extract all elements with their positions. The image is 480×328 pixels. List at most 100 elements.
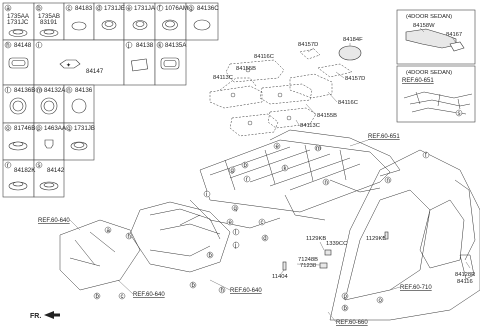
callout-b: b <box>341 304 349 312</box>
ref-60-710[interactable]: REF.60-710 <box>400 285 432 291</box>
side-outer-panel <box>329 149 480 321</box>
part-84147: 84147 <box>86 68 104 75</box>
part-84136C: 84136C <box>197 5 219 12</box>
ref-60-660[interactable]: REF.60-660 <box>336 320 368 326</box>
pad-84147-image <box>59 59 81 69</box>
callout-n: n <box>322 178 330 186</box>
floor-pads: 84157D 84184F 84116C 84155B 84113C 84157… <box>209 37 365 137</box>
grid-letters: a b c d e f g h i j k l m n o p q r s <box>4 4 195 169</box>
label-1339CC: 1339CC <box>326 241 347 247</box>
clip-1339CC-image <box>324 249 332 256</box>
part-81746B: 81746B <box>14 125 35 132</box>
svg-text:k: k <box>284 166 288 172</box>
callout-l: l <box>232 228 240 236</box>
label-84116C-a: 84116C <box>254 54 274 60</box>
label-84184F: 84184F <box>343 37 363 43</box>
ref-60-640-right[interactable]: REF.60-640 <box>230 288 262 294</box>
grid-letter-h: h <box>6 43 9 49</box>
grid-letter-q: q <box>67 126 70 132</box>
front-side-member <box>59 219 141 291</box>
svg-text:b: b <box>344 306 348 312</box>
svg-text:q: q <box>234 206 237 212</box>
pad-84155B-left <box>209 85 263 109</box>
grid-letter-a: a <box>6 6 10 12</box>
dash-panel <box>129 201 231 273</box>
part-1731JB: 1731JB <box>74 125 95 132</box>
grid-letter-s: s <box>38 163 41 169</box>
plug-84183-image <box>71 21 87 31</box>
pad-84113C-right <box>267 107 317 129</box>
ref-60-640-mid[interactable]: REF.60-640 <box>133 292 165 298</box>
label-84128R: 84128R <box>455 272 475 278</box>
grid-part-images: ✦ <box>8 19 211 191</box>
label-84155B-b: 84155B <box>317 113 337 119</box>
grid-letter-e: e <box>127 6 131 12</box>
svg-text:c: c <box>261 220 264 226</box>
label-71248B: 71248B <box>298 257 318 263</box>
part-84136: 84136 <box>75 87 93 94</box>
svg-text:j: j <box>234 243 236 249</box>
sedan-box-bottom-title: (4DOOR SEDAN) <box>406 70 452 76</box>
pad-84157D-upper <box>299 48 321 60</box>
svg-text:✦: ✦ <box>66 62 71 69</box>
grid-letter-c: c <box>68 6 71 12</box>
callout-r: r <box>243 175 251 183</box>
callout-f: f <box>422 151 430 159</box>
callout-b: b <box>241 161 249 169</box>
ref-60-651[interactable]: REF.60-651 <box>368 134 400 140</box>
svg-text:p: p <box>344 294 348 300</box>
label-84113C-b: 84113C <box>300 123 320 129</box>
pad-84155B-right <box>259 83 313 105</box>
clip-1463AA-image <box>44 139 54 149</box>
svg-text:a: a <box>107 228 111 234</box>
label-84113C-a: 84113C <box>213 75 233 81</box>
part-84135A: 84135A <box>165 42 187 49</box>
callout-c: c <box>118 292 126 300</box>
part-1735AA: 1735AA <box>7 13 30 20</box>
sedan-box-bottom: (4DOOR SEDAN) REF.60-651 s <box>396 65 476 123</box>
grid-part-numbers: 1735AA 1731JC 1735AB 83191 84183 1731JE … <box>7 5 219 174</box>
svg-text:e: e <box>229 220 233 226</box>
ref-60-651-sedan[interactable]: REF.60-651 <box>402 78 434 84</box>
grid-letter-l: l <box>7 88 8 94</box>
pad-84167-image <box>449 41 465 52</box>
callout-i: i <box>203 190 211 198</box>
svg-text:b: b <box>244 163 248 169</box>
floor-pan <box>199 139 391 213</box>
part-1076AM: 1076AM <box>165 5 188 12</box>
fr-label: FR. <box>30 313 41 320</box>
callout-a: a <box>104 226 112 234</box>
label-84116: 84116 <box>457 279 473 285</box>
callout-n: n <box>384 176 392 184</box>
callout-e: e <box>273 142 281 150</box>
pad-84184F <box>338 45 362 61</box>
svg-text:r: r <box>246 177 248 183</box>
grid-letter-p: p <box>37 126 41 132</box>
grid-letter-m: m <box>37 88 42 94</box>
part-84136B: 84136B <box>14 87 35 94</box>
callout-b: b <box>189 281 197 289</box>
svg-text:b: b <box>192 283 196 289</box>
label-84116C-b: 84116C <box>338 100 358 106</box>
grid-letter-b: b <box>37 6 41 12</box>
part-84132A: 84132A <box>44 87 66 94</box>
pad-84116C-upper <box>225 59 285 83</box>
svg-text:o: o <box>379 298 383 304</box>
plug-84136C-image <box>193 19 211 31</box>
part-84128R-shape <box>459 254 475 280</box>
front-direction-indicator: FR. <box>30 311 60 320</box>
pad-84116C-right <box>289 73 333 99</box>
callout-h: h <box>218 286 226 294</box>
callout-e: e <box>226 218 234 226</box>
callouts: a b b b b b c c d e e f g h h i j k l m … <box>93 142 430 312</box>
svg-text:n: n <box>387 178 390 184</box>
ref-60-640-left[interactable]: REF.60-640 <box>38 218 70 224</box>
label-1129KB-b: 1129KB <box>366 236 386 242</box>
grid-cell-i <box>33 39 125 86</box>
callout-o: o <box>376 296 384 304</box>
label-84155B-a: 84155B <box>236 66 256 72</box>
callout-k: k <box>281 164 289 172</box>
svg-text:m: m <box>316 146 321 152</box>
callout-g: g <box>228 166 236 174</box>
